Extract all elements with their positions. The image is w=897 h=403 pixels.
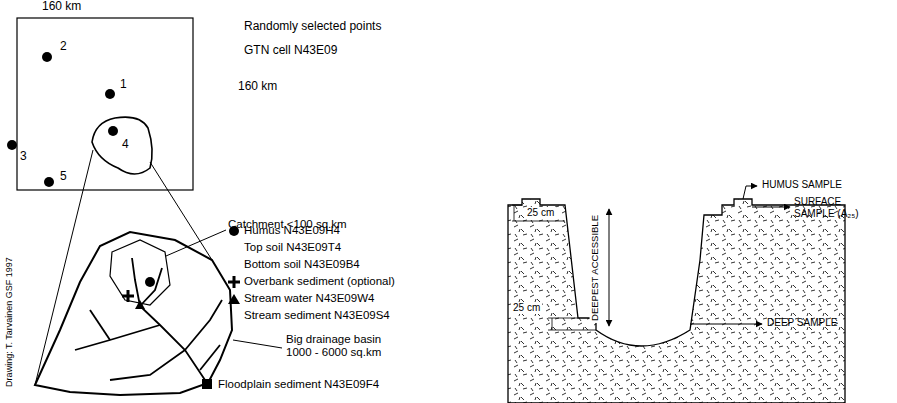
legend-triangle	[228, 294, 240, 304]
callout-arrow	[743, 186, 757, 199]
stream-network	[75, 258, 222, 383]
drawing-part	[132, 258, 207, 383]
legend-entry: Bottom soil N43E09B4	[244, 258, 360, 271]
stream-triangle	[135, 300, 145, 309]
dimension-label: 160 km	[238, 80, 277, 94]
drawing-part	[140, 268, 162, 306]
drawing-part	[75, 325, 160, 350]
cell-label: GTN cell N43E09	[244, 44, 337, 58]
legend-entry: Overbank sediment (optional)	[244, 275, 395, 288]
depth-arrow	[609, 209, 610, 326]
leader-line	[166, 230, 226, 256]
callout-arrow	[752, 207, 790, 208]
sample-label: SURFACE SAMPLE (A₂₅)	[794, 196, 874, 219]
overbank-cross	[122, 290, 134, 302]
point-dot	[105, 89, 115, 99]
callout-number: 4	[122, 138, 129, 152]
legend-entry: Stream water N43E09W4	[244, 292, 374, 305]
dimension-label: 25 cm	[525, 207, 556, 219]
catchment-outline	[92, 117, 152, 174]
dimension-line	[512, 205, 565, 221]
basin-label: Big drainage basin 1000 - 6000 sq.km	[286, 333, 404, 359]
sample-label: HUMUS SAMPLE	[762, 179, 842, 191]
callout-number: 2	[60, 40, 67, 54]
legend-entry: Top soil N43E09T4	[244, 241, 341, 254]
caption-note: Randomly selected points	[244, 20, 381, 34]
legend-cross	[228, 276, 240, 288]
callout-number: 5	[60, 170, 67, 184]
point-dot	[44, 177, 54, 187]
legend-entry: Stream sediment N43E09S4	[244, 309, 390, 322]
sample-label: DEEP SAMPLE	[767, 317, 837, 329]
drawing-part	[185, 300, 222, 350]
small-catchment-outline	[110, 240, 170, 305]
depth-label: DEEPEST ACCESSIBLE	[590, 213, 601, 323]
point-dot	[7, 140, 17, 150]
legend-entry: Floodplain sediment N43E09F4	[218, 378, 379, 391]
drawing-part	[110, 350, 185, 380]
callout-arrow	[690, 324, 762, 325]
drainage-basin-outline	[35, 232, 232, 395]
drawing-part	[90, 310, 110, 340]
drawing-part	[200, 345, 220, 370]
sample-points	[7, 52, 118, 187]
credit-label: Drawing: T. Tarvainen GSF 1997	[4, 257, 14, 387]
gtn-cell-square	[17, 18, 193, 190]
legend-entry: Humus N43E09H4	[244, 224, 340, 237]
humus-site-dot	[145, 277, 155, 287]
dimension-label: 25 cm	[511, 302, 542, 314]
leader-line	[233, 340, 282, 348]
dimension-label: 160 km	[42, 0, 81, 14]
callout-number: 3	[20, 150, 27, 164]
callout-number: 1	[120, 78, 127, 92]
soil-pit-section	[508, 199, 845, 403]
point-dot	[108, 126, 118, 136]
point-dot	[42, 52, 52, 62]
floodplain-square	[202, 379, 212, 389]
